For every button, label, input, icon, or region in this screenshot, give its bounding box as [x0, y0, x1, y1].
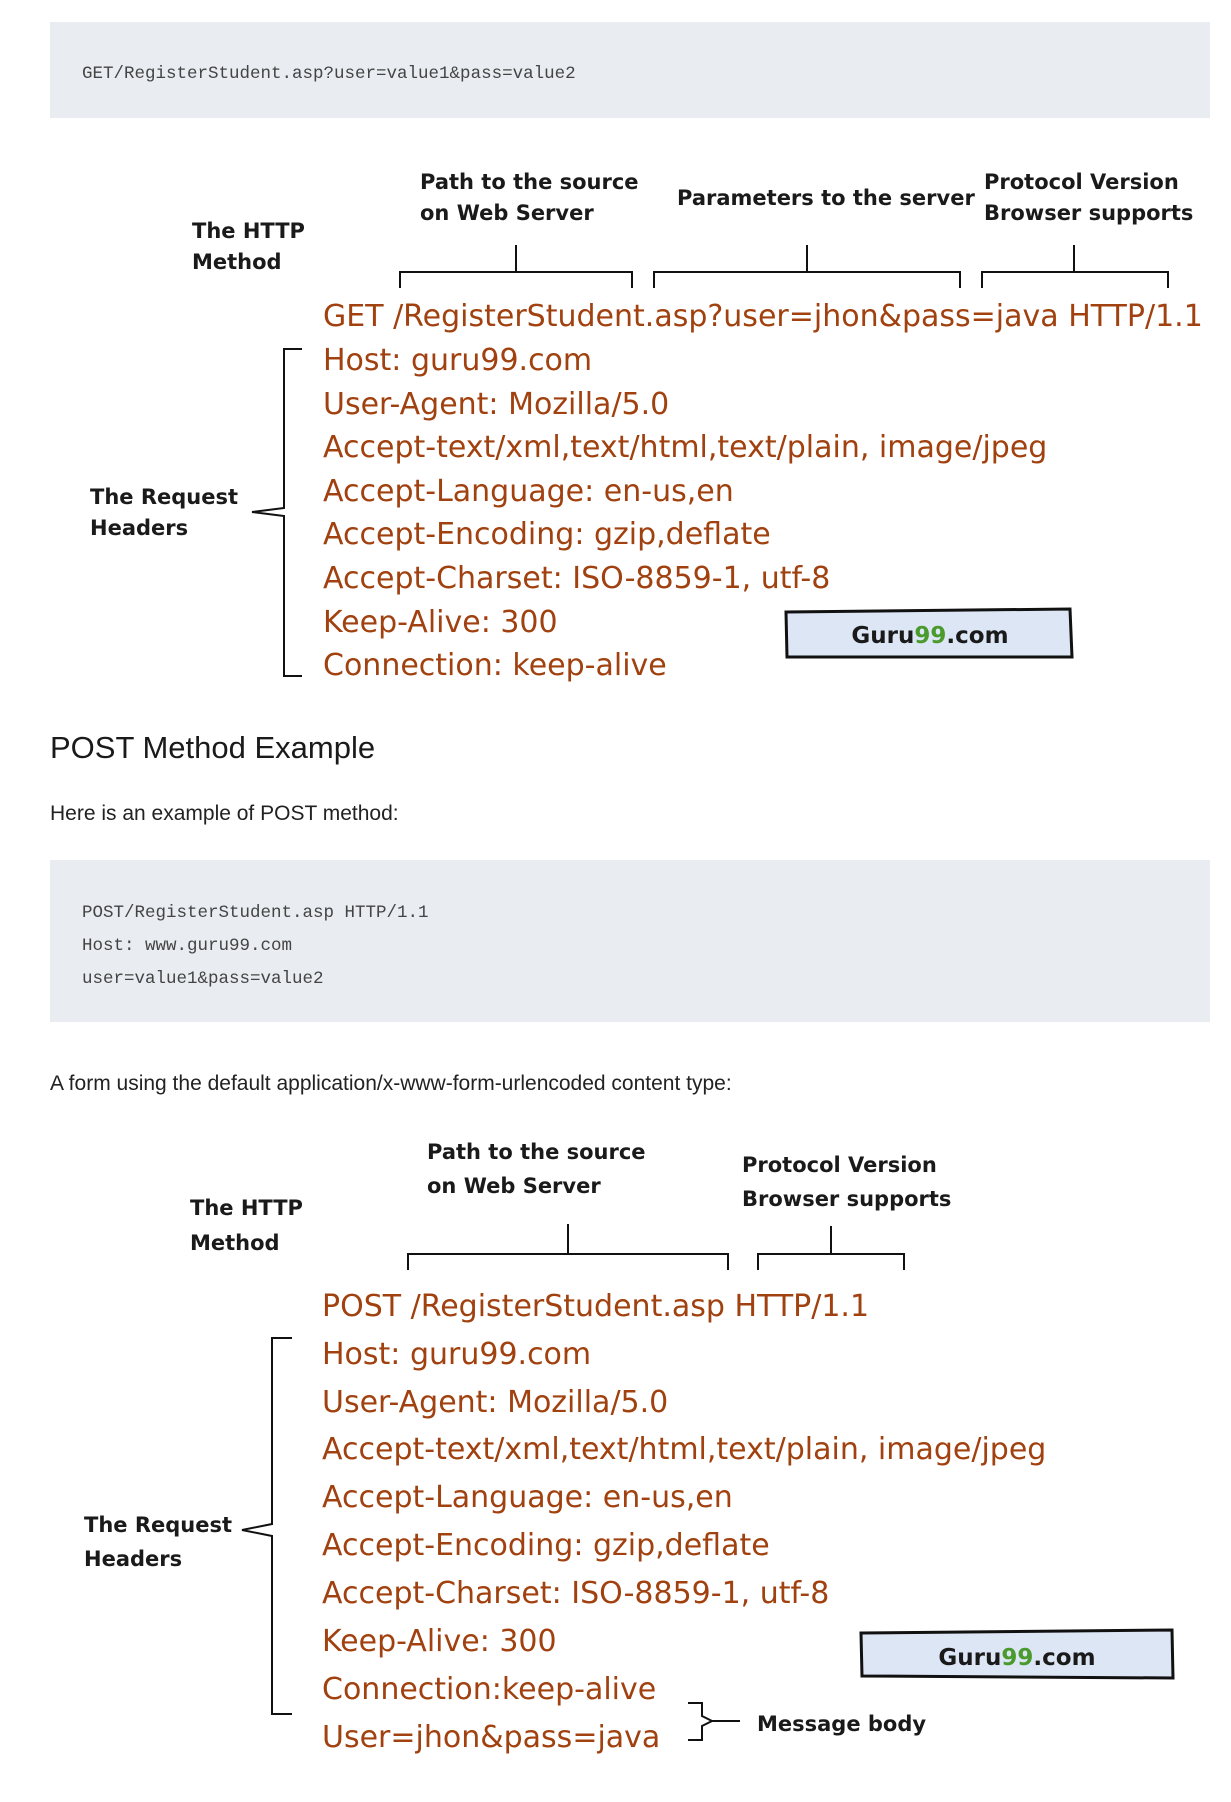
http-get-request-diagram: Path to the source on Web Server Paramet…: [90, 170, 1203, 683]
header-accept: Accept-text/xml,text/html,text/plain, im…: [322, 1432, 1046, 1467]
request-line: GET /RegisterStudent.asp?user=jhon&pass=…: [323, 299, 1203, 334]
message-body-label: Message body: [757, 1712, 926, 1736]
params-brace: [653, 245, 961, 288]
message-body-line: User=jhon&pass=java: [322, 1720, 660, 1755]
code-line: GET/RegisterStudent.asp?user=value1&pass…: [82, 64, 576, 84]
header-connection: Connection: keep-alive: [323, 648, 667, 683]
headers-label-line2: Headers: [90, 516, 188, 540]
path-label-line1: Path to the source: [427, 1140, 646, 1164]
path-brace: [407, 1224, 729, 1270]
method-label-line1: The HTTP: [192, 219, 305, 243]
code-line: Host: www.guru99.com: [82, 936, 293, 956]
header-host: Host: guru99.com: [323, 343, 592, 378]
headers-label-line1: The Request: [84, 1513, 232, 1537]
headers-label-line1: The Request: [90, 485, 238, 509]
guru99-badge: Guru99.com: [784, 607, 1074, 659]
header-accept: Accept-text/xml,text/html,text/plain, im…: [323, 430, 1047, 465]
params-label: Parameters to the server: [677, 186, 975, 210]
method-label-line2: Method: [190, 1231, 280, 1255]
message-body-brace: [688, 1702, 740, 1741]
protocol-brace: [757, 1226, 905, 1270]
http-post-request-diagram: Path to the source on Web Server Protoco…: [84, 1140, 1175, 1755]
post-method-heading: POST Method Example: [50, 730, 376, 765]
path-brace: [399, 245, 633, 288]
header-accept-charset: Accept-Charset: ISO-8859-1, utf-8: [322, 1576, 829, 1611]
request-line: POST /RegisterStudent.asp HTTP/1.1: [322, 1289, 869, 1324]
protocol-label-line2: Browser supports: [984, 201, 1193, 225]
headers-brace: [251, 348, 302, 677]
header-accept-language: Accept-Language: en-us,en: [323, 474, 734, 509]
header-connection: Connection:keep-alive: [322, 1672, 656, 1707]
header-accept-encoding: Accept-Encoding: gzip,deflate: [322, 1528, 770, 1563]
header-keep-alive: Keep-Alive: 300: [322, 1624, 557, 1659]
path-label-line2: on Web Server: [420, 201, 594, 225]
code-line: user=value1&pass=value2: [82, 969, 324, 989]
header-keep-alive: Keep-Alive: 300: [323, 605, 558, 640]
protocol-label-line1: Protocol Version: [984, 170, 1179, 194]
protocol-brace: [981, 245, 1169, 288]
svg-text:Guru99.com: Guru99.com: [938, 1645, 1095, 1671]
code-block-post: POST/RegisterStudent.asp HTTP/1.1 Host: …: [50, 860, 1210, 1022]
header-user-agent: User-Agent: Mozilla/5.0: [323, 387, 669, 422]
protocol-label-line2: Browser supports: [742, 1187, 951, 1211]
header-accept-language: Accept-Language: en-us,en: [322, 1480, 733, 1515]
headers-brace: [241, 1337, 292, 1715]
protocol-label-line1: Protocol Version: [742, 1153, 937, 1177]
form-content-type-text: A form using the default application/x-w…: [50, 1072, 732, 1095]
path-label-line1: Path to the source: [420, 170, 639, 194]
method-label-line1: The HTTP: [190, 1196, 303, 1220]
post-intro-text: Here is an example of POST method:: [50, 802, 399, 825]
svg-text:Guru99.com: Guru99.com: [851, 623, 1008, 649]
headers-label-line2: Headers: [84, 1547, 182, 1571]
header-user-agent: User-Agent: Mozilla/5.0: [322, 1385, 668, 1420]
guru99-badge: Guru99.com: [859, 1628, 1175, 1680]
header-accept-charset: Accept-Charset: ISO-8859-1, utf-8: [323, 561, 830, 596]
code-line: POST/RegisterStudent.asp HTTP/1.1: [82, 903, 429, 923]
header-accept-encoding: Accept-Encoding: gzip,deflate: [323, 517, 771, 552]
code-block-get: GET/RegisterStudent.asp?user=value1&pass…: [50, 22, 1210, 118]
method-label-line2: Method: [192, 250, 282, 274]
path-label-line2: on Web Server: [427, 1174, 601, 1198]
header-host: Host: guru99.com: [322, 1337, 591, 1372]
